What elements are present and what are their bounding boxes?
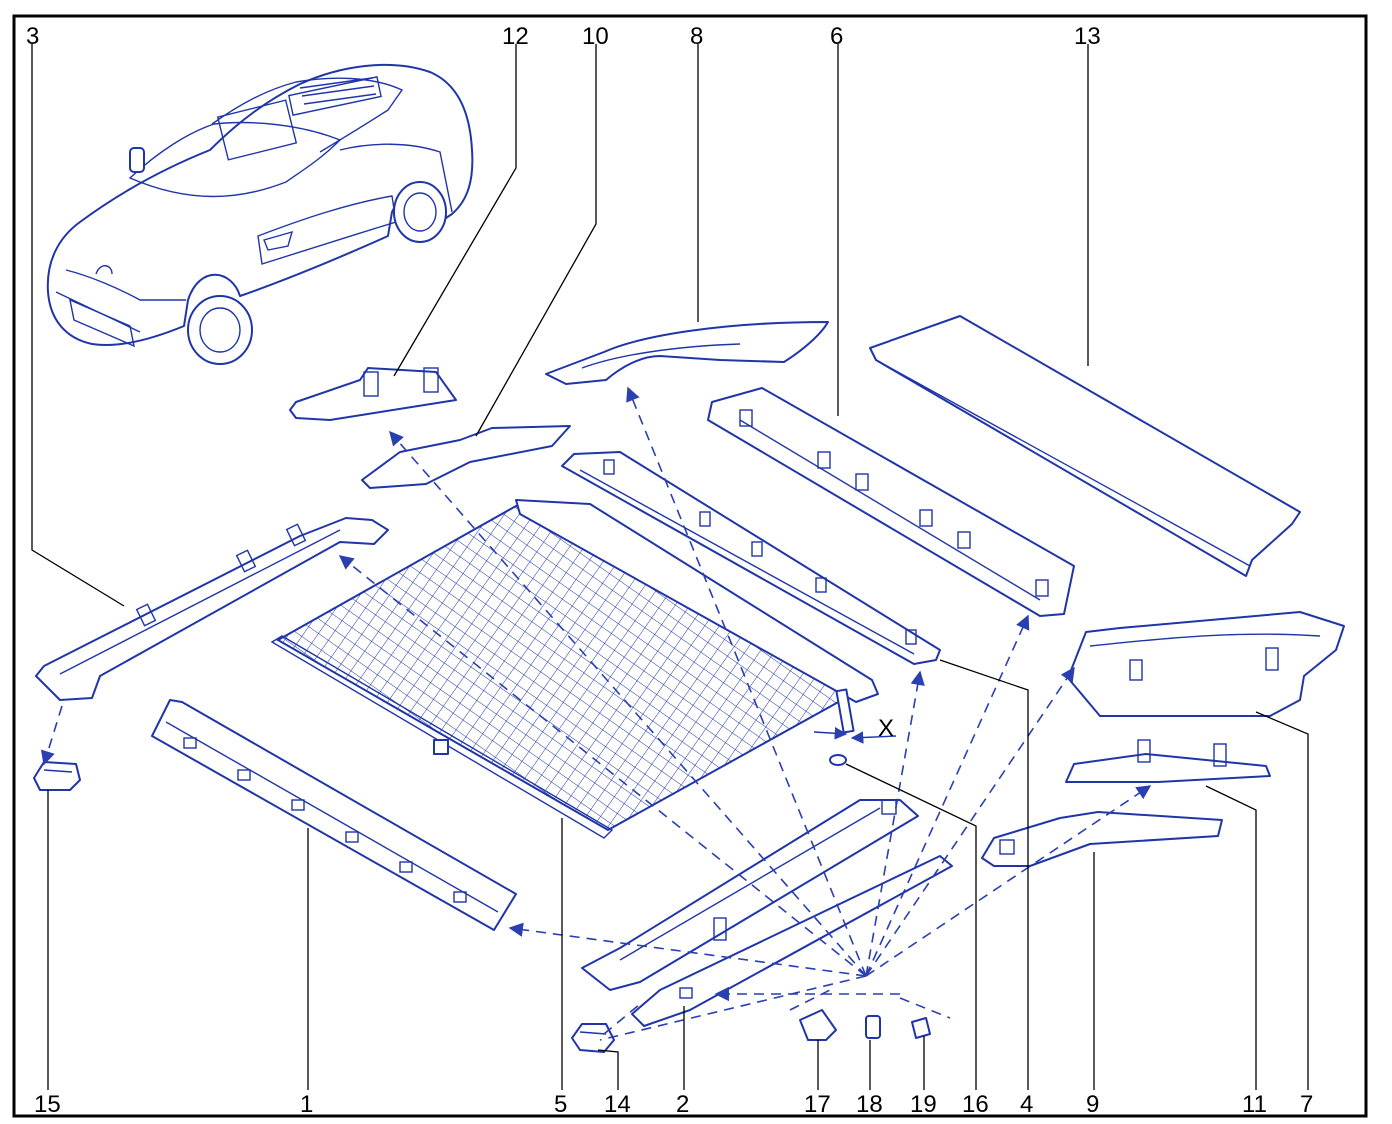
label-8: 8 [690,23,703,50]
label-7: 7 [1300,1091,1313,1118]
diagram-frame [12,14,1368,1118]
part-number-labels: 3 12 10 8 6 13 15 1 5 14 2 17 18 19 16 4… [26,23,1313,1118]
label-3: 3 [26,23,39,50]
label-17: 17 [804,1091,831,1118]
dimension-label: X [878,715,894,742]
part-13-rear-shelf-panel [869,315,1301,577]
part-10-curved-trim [361,425,571,489]
label-14: 14 [604,1091,631,1118]
part-1-long-trim [151,699,517,931]
label-2: 2 [676,1091,689,1118]
part-12-bracket [289,367,457,421]
part-17-clip [799,1009,837,1041]
part-7-quarter-trim [1067,611,1345,717]
part-4-long-trim [561,451,941,665]
part-3-left-rail [35,517,389,701]
label-6: 6 [830,23,843,50]
part-6-trim-strip [707,387,1075,617]
part-14-cover [571,1023,615,1053]
part-11-bracket [1065,739,1271,783]
assembly-lines [40,386,1152,1041]
label-1: 1 [300,1091,313,1118]
label-5: 5 [554,1091,567,1118]
label-11: 11 [1242,1091,1267,1118]
part-5-luggage-net [270,499,879,839]
label-10: 10 [582,23,609,50]
car-illustration [46,63,474,365]
label-19: 19 [910,1091,937,1118]
label-12: 12 [502,23,529,50]
part-9-lower-trim [981,811,1223,867]
dimension-x: X [813,715,897,744]
label-9: 9 [1086,1091,1099,1118]
part-15-cover [33,761,81,791]
part-18-clip [865,1015,881,1039]
label-13: 13 [1074,23,1101,50]
part-2-lower-trim [581,799,953,1027]
label-18: 18 [856,1091,883,1118]
label-16: 16 [962,1091,989,1118]
label-15: 15 [34,1091,61,1118]
part-8-pillar-trim [545,321,829,385]
part-19-clip [911,1017,931,1039]
leader-lines [31,44,1309,1090]
label-4: 4 [1020,1091,1033,1118]
